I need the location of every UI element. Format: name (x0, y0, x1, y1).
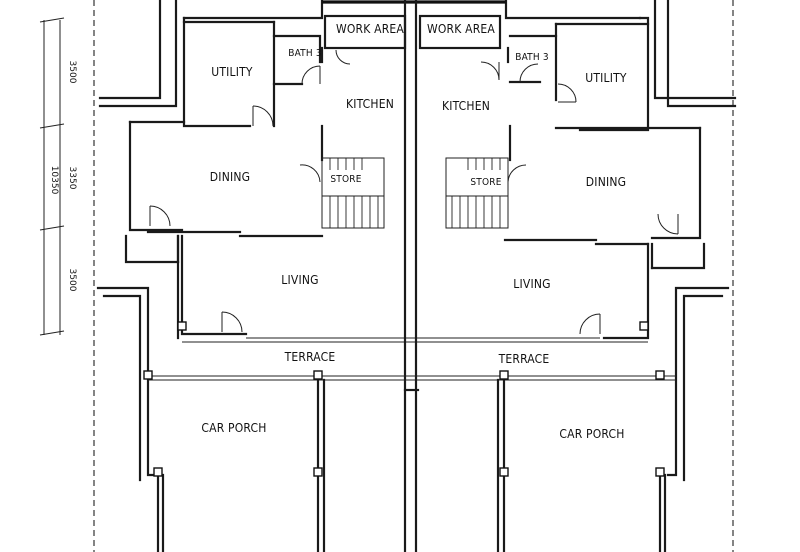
dim-segment-top: 3500 (67, 61, 77, 84)
work-area-label-left: WORK AREA (336, 22, 404, 36)
dimension-line: 3500 3350 3500 10350 (39, 17, 77, 336)
dim-overall: 10350 (49, 166, 59, 195)
living-label-left: LIVING (281, 273, 318, 287)
dim-segment-bottom: 3500 (67, 269, 77, 292)
bath-label-left: BATH 3 (288, 48, 322, 59)
terrace-label-left: TERRACE (284, 350, 336, 364)
car-porch-label-left: CAR PORCH (201, 421, 266, 435)
dining-label-left: DINING (210, 170, 250, 184)
living-label-right: LIVING (513, 277, 550, 291)
staircase-left (321, 157, 385, 229)
staircase-right (445, 157, 509, 229)
store-label-right: STORE (470, 177, 501, 188)
doors (149, 49, 679, 335)
dim-segment-middle: 3350 (67, 167, 77, 190)
columns (143, 321, 665, 477)
bath-label-right: BATH 3 (515, 52, 549, 63)
terrace-label-right: TERRACE (498, 352, 550, 366)
site-boundaries (93, 0, 734, 552)
car-porch-label-right: CAR PORCH (559, 427, 624, 441)
dining-label-right: DINING (586, 175, 626, 189)
work-area-label-right: WORK AREA (427, 22, 495, 36)
kitchen-label-right: KITCHEN (442, 99, 490, 113)
room-labels: WORK AREA WORK AREA BATH 3 BATH 3 UTILIT… (201, 22, 627, 441)
store-label-left: STORE (330, 174, 361, 185)
utility-label-right: UTILITY (585, 71, 627, 85)
house-walls (124, 0, 706, 552)
kitchen-label-left: KITCHEN (346, 97, 394, 111)
utility-label-left: UTILITY (211, 65, 253, 79)
boundary-walls (96, 0, 737, 552)
